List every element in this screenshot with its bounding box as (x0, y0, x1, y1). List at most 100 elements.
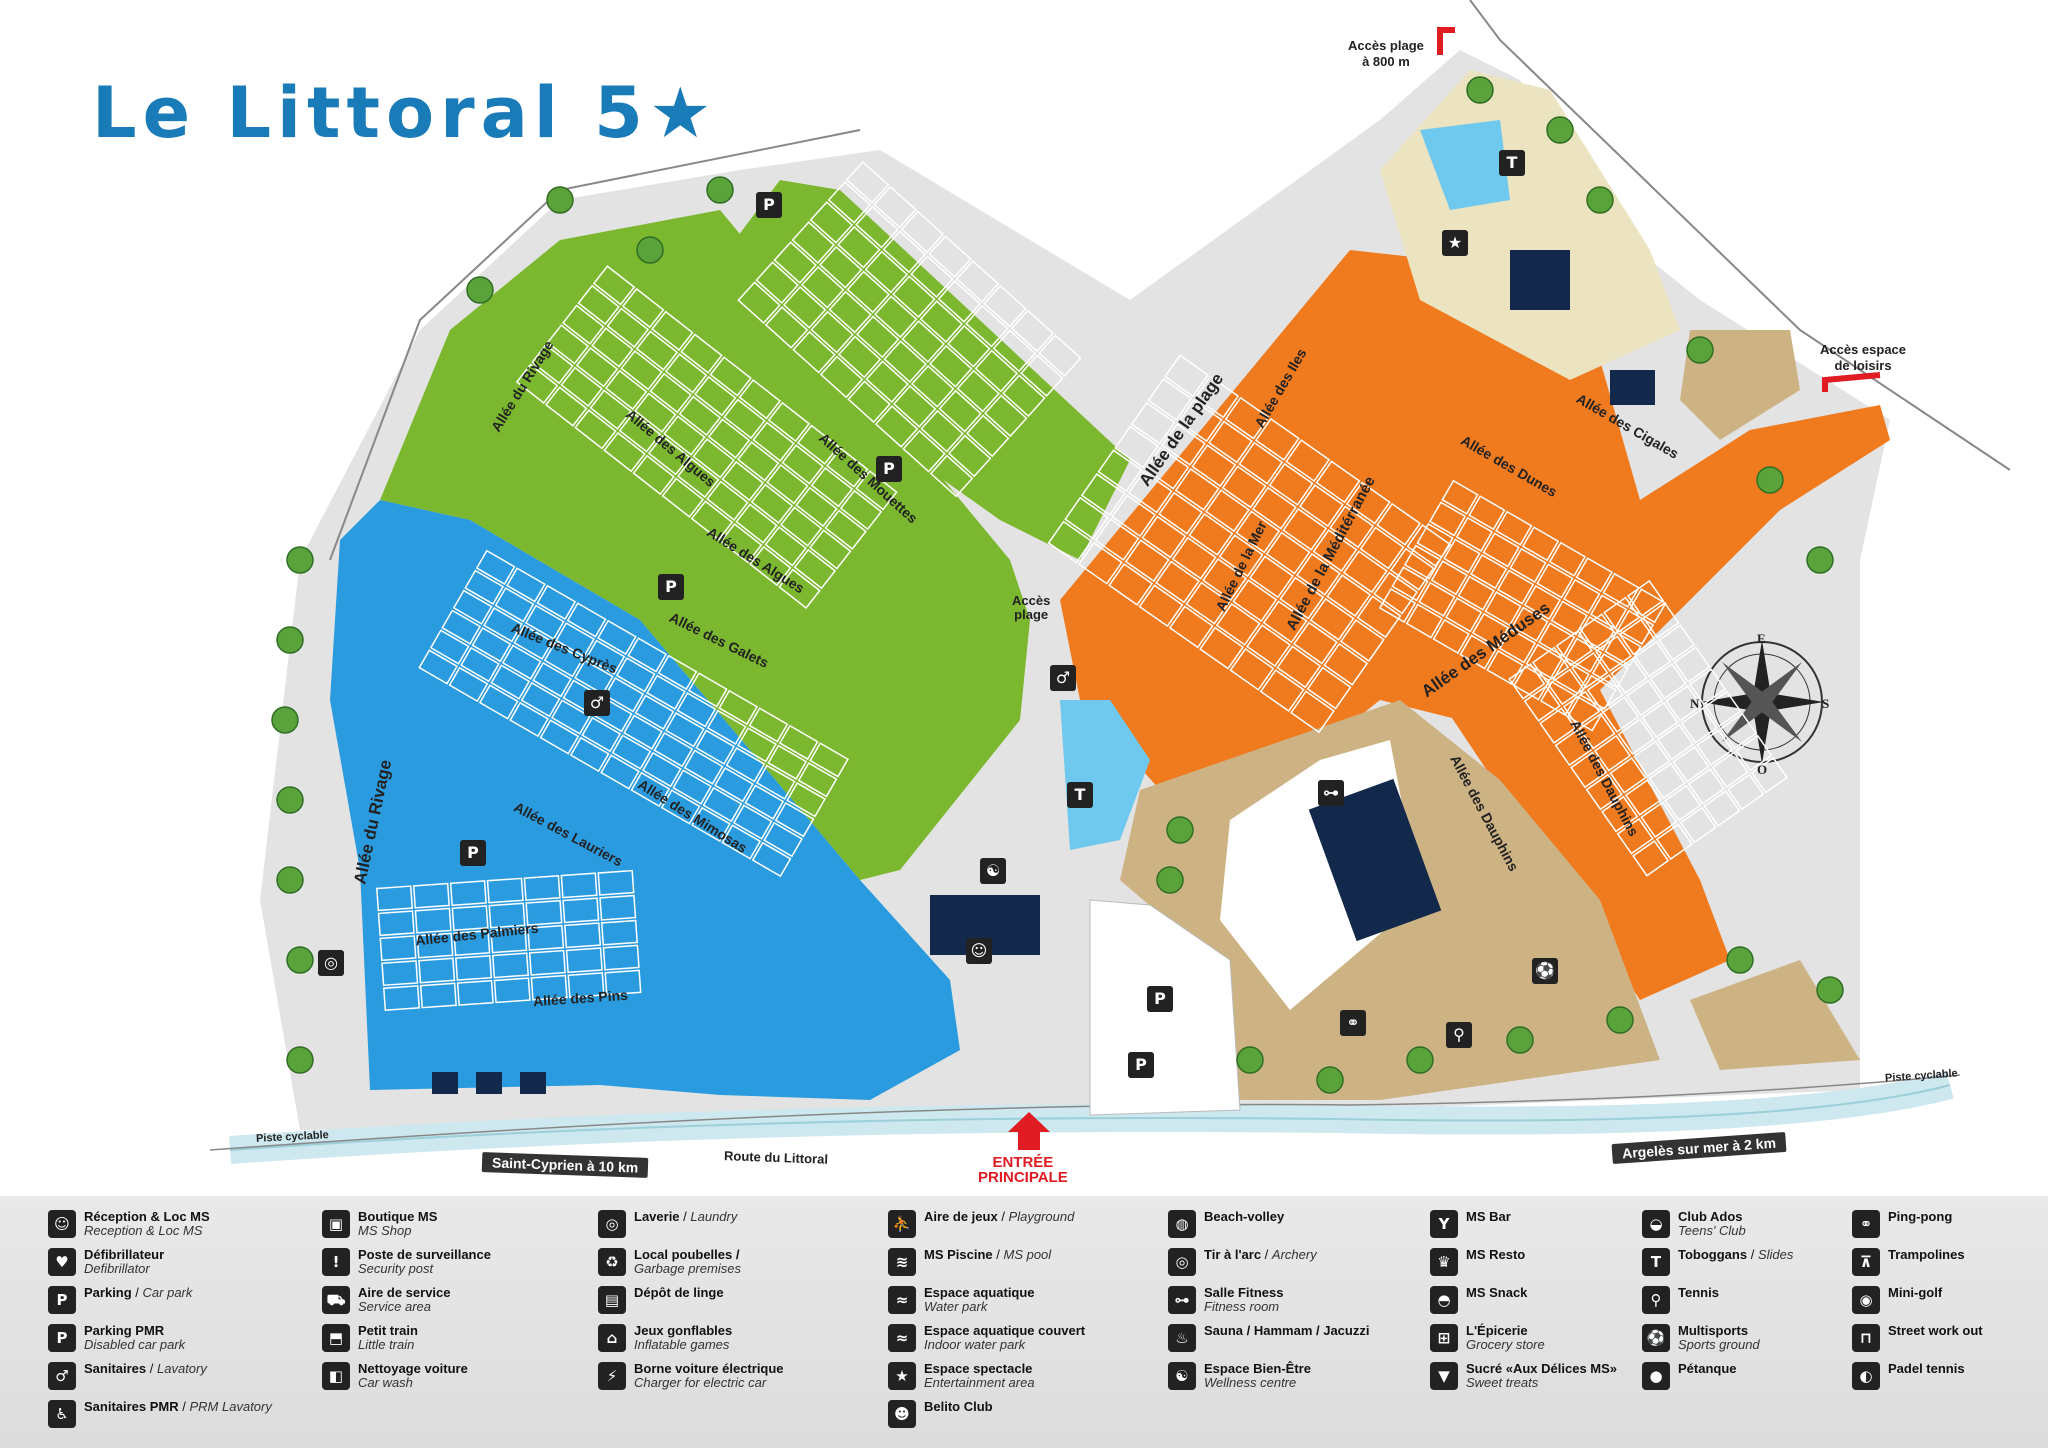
snack-icon: ◓ (1430, 1286, 1458, 1314)
compass-east: S (1822, 696, 1830, 711)
zone-blue (330, 500, 960, 1100)
pitch (956, 369, 1000, 413)
grocery-icon: ⊞ (1430, 1324, 1458, 1352)
lavatory-icon: ♂ (584, 690, 610, 716)
archery-icon: ◎ (1168, 1248, 1196, 1276)
pitch (545, 386, 588, 427)
legend-text: Sucré «Aux Délices MS»Sweet treats (1466, 1362, 1617, 1390)
pitch (488, 902, 526, 929)
pitch (1632, 840, 1670, 877)
pitch (992, 329, 1037, 373)
pitch (416, 932, 454, 959)
pitch (1688, 668, 1727, 706)
pitch (483, 607, 523, 643)
legend-item: ☻Belito Club (888, 1400, 1085, 1438)
pitch (1609, 757, 1647, 794)
pitch (736, 441, 780, 482)
pitch (1618, 618, 1656, 656)
pitch (721, 460, 765, 502)
pitch (1523, 685, 1561, 722)
pitch (1221, 465, 1267, 509)
pitch (1218, 534, 1264, 578)
legend-item: ◐Padel tennis (1852, 1362, 1983, 1400)
pitch (530, 974, 568, 1001)
pitch (1376, 502, 1422, 546)
belito-club-icon: ☻ (888, 1400, 916, 1428)
pitch (1235, 510, 1281, 554)
pitch (1496, 569, 1535, 605)
pitch (826, 447, 869, 488)
pitch (1315, 460, 1361, 504)
pitch (1566, 696, 1605, 732)
pitch (750, 483, 794, 525)
pitch (453, 930, 491, 956)
tree (1506, 1026, 1534, 1054)
legend-text: Beach-volley (1204, 1210, 1284, 1224)
pitch (1114, 425, 1159, 469)
pitch (490, 927, 528, 954)
pitch (1080, 473, 1126, 516)
tree (1406, 1046, 1434, 1074)
garbage-icon: ♻ (598, 1248, 626, 1276)
multisports-icon: ⚽ (1532, 958, 1558, 984)
linen-icon: ▤ (598, 1286, 626, 1314)
pool-icon: ≋ (888, 1248, 916, 1276)
pitch (714, 766, 754, 803)
pitch (1246, 624, 1291, 668)
pitch (581, 716, 622, 753)
legend-title: Espace Bien-Être (1204, 1361, 1311, 1376)
legend-title: Club Ados (1678, 1209, 1743, 1224)
pitch (1750, 756, 1789, 794)
pitch (800, 265, 845, 309)
pitch (564, 922, 602, 949)
pitch (845, 160, 890, 204)
sports-hall (1308, 778, 1442, 942)
legend-item: ⊓Street work out (1852, 1324, 1983, 1362)
pitch (847, 380, 891, 424)
tree (546, 186, 574, 214)
pitch (1719, 712, 1758, 750)
legend-translation: MS pool (1003, 1247, 1052, 1262)
pitch (737, 281, 781, 325)
pitch-grid (376, 869, 642, 1011)
pitch (464, 569, 505, 605)
playground-icon: ⛹ (888, 1210, 916, 1238)
pitch (1571, 651, 1609, 689)
pitch (429, 629, 470, 665)
pitch (597, 619, 637, 656)
pitch (796, 424, 840, 465)
pitch (1191, 444, 1237, 488)
leisure-access-text2: de loisirs (1834, 358, 1892, 373)
boundary-line-right (1469, 0, 2011, 471)
pitch (635, 330, 679, 371)
pitch (1232, 579, 1278, 623)
pitch (767, 401, 811, 443)
legend-text: MS Resto (1466, 1248, 1525, 1262)
zone-south-east-sand (1690, 960, 1860, 1070)
legend-separator: / (131, 1285, 143, 1300)
lavatory-icon: ♂ (48, 1362, 76, 1390)
pitch (1077, 541, 1123, 585)
pitch (1655, 823, 1694, 861)
tree (636, 236, 664, 264)
pitch (678, 395, 722, 436)
archery-icon: ◎ (318, 950, 344, 976)
pitch (418, 957, 456, 984)
pitch (910, 255, 954, 298)
pitch (569, 736, 610, 773)
tree (276, 626, 304, 654)
pitch (692, 438, 735, 479)
pitch (748, 707, 789, 743)
legend-subtitle: Fitness room (1204, 1299, 1280, 1314)
compass-north: E (1757, 631, 1766, 646)
pitch (657, 654, 698, 691)
